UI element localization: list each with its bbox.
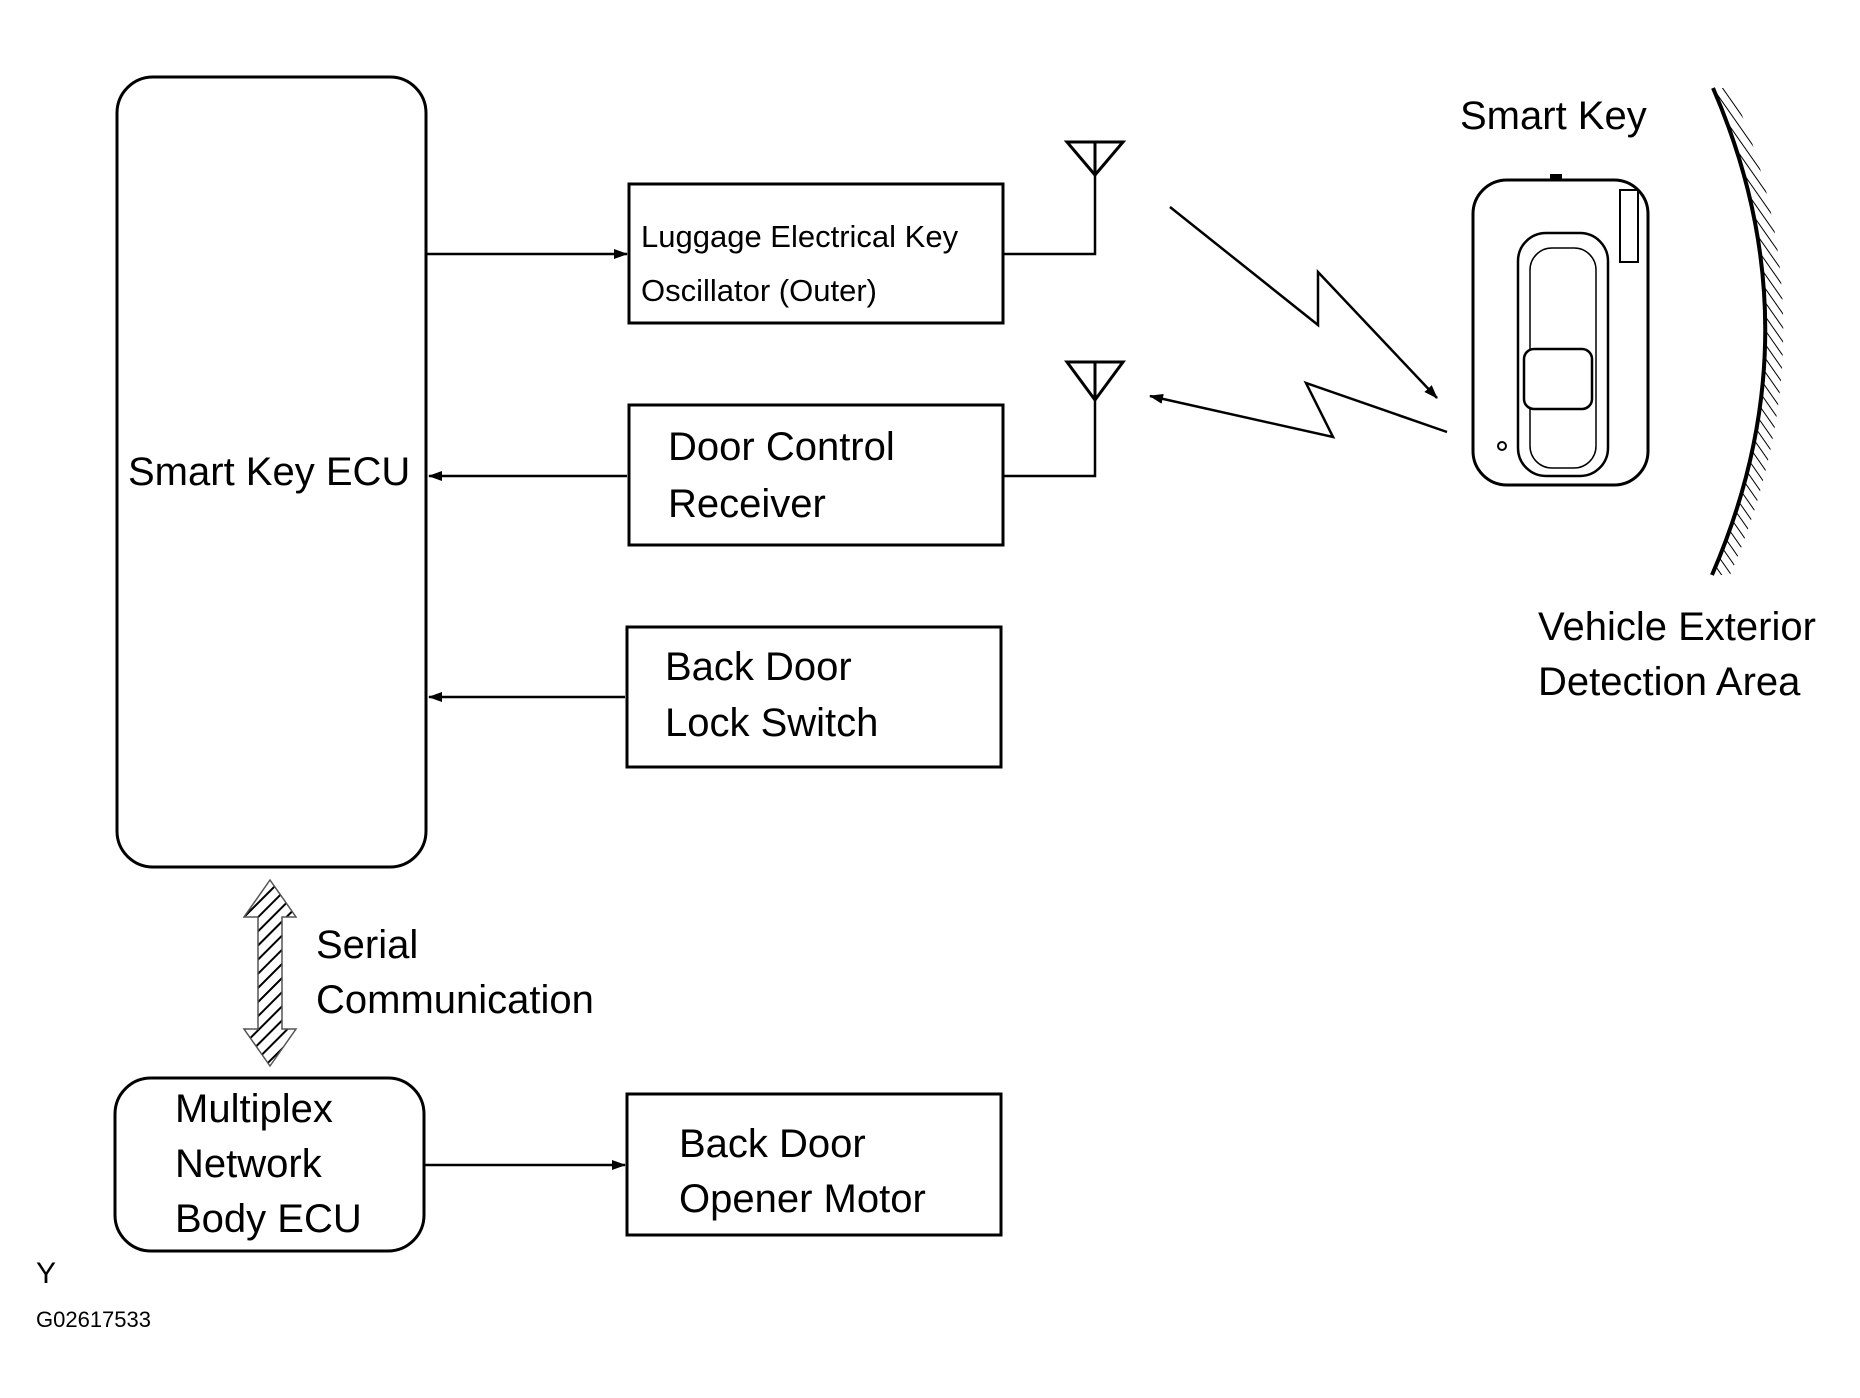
- back-door-opener-motor-label-line2: Opener Motor: [679, 1177, 926, 1221]
- detection-area-label-line2: Detection Area: [1538, 660, 1801, 704]
- lightning-signal-icon: [1149, 380, 1448, 439]
- back-door-opener-motor-label-line1: Back Door: [679, 1122, 866, 1166]
- smart-key-label: Smart Key: [1460, 94, 1647, 138]
- smart-key-fob-icon: [1471, 174, 1650, 487]
- receiver-antenna-wire: [1003, 400, 1097, 478]
- corner-marker: Y: [36, 1257, 56, 1290]
- luggage-oscillator-label-line1: Luggage Electrical Key: [641, 219, 959, 254]
- back-door-lock-switch-label-line1: Back Door: [665, 645, 852, 689]
- multiplex-body-ecu-label-line3: Body ECU: [175, 1197, 362, 1241]
- door-control-receiver-box: Door Control Receiver: [627, 403, 1005, 547]
- luggage-oscillator-label-line2: Oscillator (Outer): [641, 273, 877, 308]
- door-control-receiver-label-line1: Door Control: [668, 425, 895, 469]
- antenna-icon: [1063, 140, 1127, 178]
- multiplex-body-ecu-label-line1: Multiplex: [175, 1087, 333, 1131]
- antenna-icon: [1064, 360, 1126, 403]
- back-door-lock-switch-label-line2: Lock Switch: [665, 701, 878, 745]
- smart-key-ecu-box: Smart Key ECU: [115, 75, 428, 869]
- oscillator-antenna-wire: [1003, 175, 1097, 256]
- detection-area-boundary: [1710, 87, 1784, 576]
- figure-id: G02617533: [36, 1307, 151, 1332]
- smart-key-ecu-label: Smart Key ECU: [128, 450, 410, 494]
- door-control-receiver-label-line2: Receiver: [668, 482, 826, 526]
- detection-area-label-line1: Vehicle Exterior: [1538, 605, 1816, 649]
- multiplex-body-ecu-box: Multiplex Network Body ECU: [113, 1076, 426, 1253]
- serial-communication-label-line1: Serial: [316, 923, 418, 967]
- multiplex-body-ecu-label-line2: Network: [175, 1142, 323, 1186]
- luggage-oscillator-box: Luggage Electrical Key Oscillator (Outer…: [627, 182, 1005, 325]
- serial-communication-label-line2: Communication: [316, 978, 594, 1022]
- back-door-lock-switch-box: Back Door Lock Switch: [625, 625, 1003, 769]
- double-arrow-icon: [242, 878, 298, 1068]
- lightning-signal-icon: [1169, 206, 1438, 399]
- back-door-opener-motor-box: Back Door Opener Motor: [625, 1092, 1003, 1237]
